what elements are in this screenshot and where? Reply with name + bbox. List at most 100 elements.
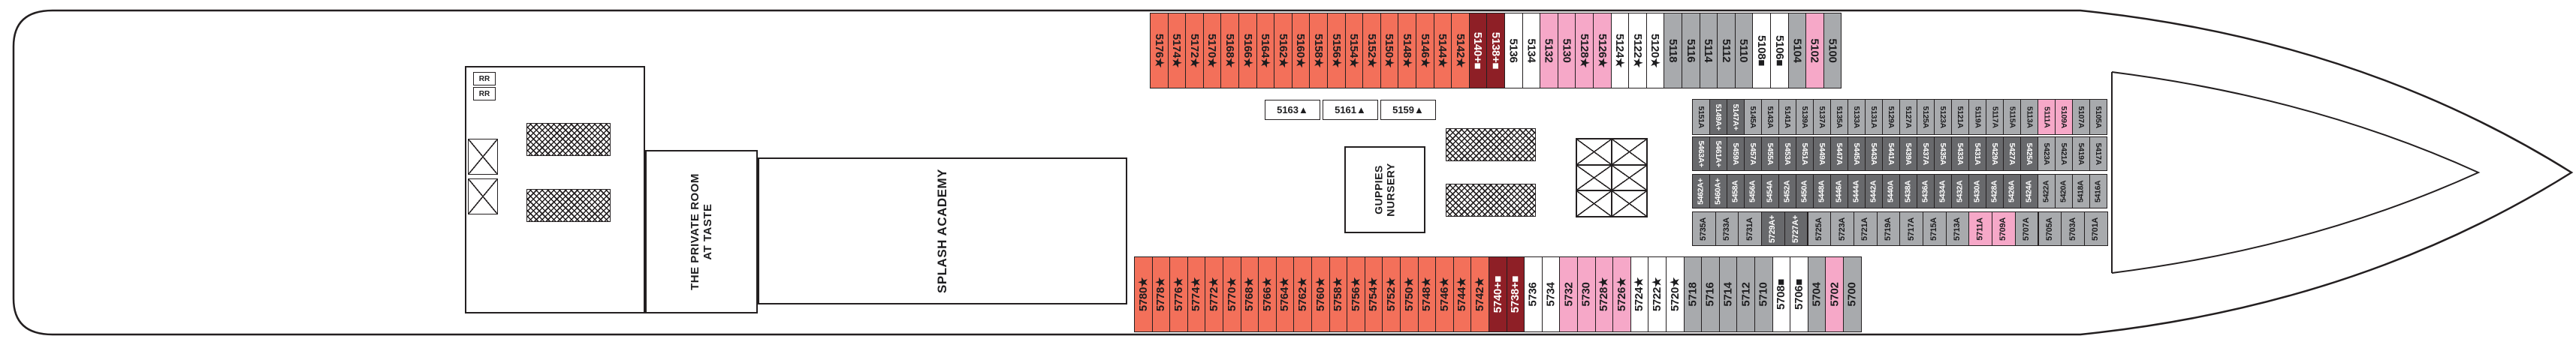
cabin-5764: 5764★ xyxy=(1275,256,1295,332)
cabin-5429A: 5429A xyxy=(1986,136,2004,171)
cabin-5712: 5712 xyxy=(1736,256,1755,332)
cabin-5770: 5770★ xyxy=(1223,256,1241,332)
cabin-5439A: 5439A xyxy=(1899,136,1917,171)
cabin-5736: 5736 xyxy=(1524,256,1543,332)
cabin-5706: 5706■ xyxy=(1790,256,1808,332)
cabin-5720: 5720★ xyxy=(1666,256,1685,332)
stairs-icon xyxy=(1446,184,1536,217)
elevator-bank xyxy=(1576,138,1648,218)
cabin-5152: 5152★ xyxy=(1362,13,1381,88)
elevator-icon xyxy=(468,139,498,175)
cabin-5137A: 5137A xyxy=(1813,99,1831,135)
cabin-5707A: 5707A xyxy=(2014,212,2039,246)
stairs-icon xyxy=(526,123,611,156)
cabin-5132: 5132 xyxy=(1540,13,1558,88)
cabin-5115A: 5115A xyxy=(2003,99,2021,135)
cabin-5716: 5716 xyxy=(1701,256,1720,332)
cabin-5435A: 5435A xyxy=(1934,136,1952,171)
cabin-5142: 5142★ xyxy=(1451,13,1470,88)
cabin-5738: 5738+■ xyxy=(1506,256,1525,332)
cabin-5703A: 5703A xyxy=(2061,212,2085,246)
elevator-icon xyxy=(1576,164,1612,191)
cabin-5451A: 5451A xyxy=(1796,136,1814,171)
cabin-5134: 5134 xyxy=(1522,13,1541,88)
elevator-icon xyxy=(1576,190,1612,217)
elevator-icon xyxy=(468,178,498,214)
cabin-5441A: 5441A xyxy=(1882,136,1900,171)
restroom: RR xyxy=(473,72,496,86)
cabin-5120: 5120★ xyxy=(1645,13,1665,88)
cabin-5456A: 5456A xyxy=(1744,174,1762,208)
cabin-5154: 5154★ xyxy=(1344,13,1364,88)
cabin-5424A: 5424A xyxy=(2020,174,2038,208)
cabin-5748: 5748★ xyxy=(1417,256,1437,332)
cabin-5725A: 5725A xyxy=(1807,212,1832,246)
cabin-5133A: 5133A xyxy=(1848,99,1866,135)
cabin-5124: 5124★ xyxy=(1610,13,1630,88)
cabin-5729A: 5729A+ xyxy=(1761,212,1785,246)
cabin-5732: 5732 xyxy=(1559,256,1578,332)
cabin-5106: 5106■ xyxy=(1770,13,1789,88)
cabin-5778: 5778★ xyxy=(1151,256,1171,332)
cabin-5114: 5114 xyxy=(1699,13,1718,88)
cabin-5718: 5718 xyxy=(1683,256,1703,332)
cabin-5717A: 5717A xyxy=(1899,212,1923,246)
cabin-5726: 5726★ xyxy=(1612,256,1631,332)
cabin-5758: 5758★ xyxy=(1329,256,1348,332)
cabin-5432A: 5432A xyxy=(1951,174,1969,208)
cabin-5148: 5148★ xyxy=(1398,13,1416,88)
cabin-5453A: 5453A xyxy=(1778,136,1796,171)
cabin-5105A: 5105A xyxy=(2089,99,2107,135)
cabin-5701A: 5701A xyxy=(2083,212,2108,246)
stern-service-block: RR RR xyxy=(465,66,645,314)
cabin-5709A: 5709A xyxy=(1992,212,2016,246)
cabin-5419A: 5419A xyxy=(2072,136,2090,171)
cabin-5722: 5722★ xyxy=(1648,256,1667,332)
cabin-5752: 5752★ xyxy=(1382,256,1401,332)
restroom-label: RR xyxy=(478,89,490,98)
restroom-label: RR xyxy=(478,74,490,83)
cabin-5420A: 5420A xyxy=(2055,174,2073,208)
bow-deck-line xyxy=(2111,71,2481,274)
cabin-5760: 5760★ xyxy=(1311,256,1330,332)
elevator-icon xyxy=(1612,164,1647,191)
splash-academy: SPLASH ACADEMY xyxy=(758,158,1127,304)
stairs-icon xyxy=(526,189,611,222)
cabin-5719A: 5719A xyxy=(1876,212,1901,246)
cabin-5756: 5756★ xyxy=(1347,256,1365,332)
cabin-5463A: 5463A+ xyxy=(1692,136,1710,171)
venue-label: GUPPIES xyxy=(1373,165,1385,214)
cabin-5129A: 5129A xyxy=(1882,99,1900,135)
cabin-5144: 5144★ xyxy=(1433,13,1452,88)
cabin-5440A: 5440A xyxy=(1882,174,1900,208)
cabin-5161: 5161▲ xyxy=(1323,100,1378,120)
cabin-5461A: 5461A+ xyxy=(1709,136,1727,171)
cabin-5705A: 5705A xyxy=(2038,212,2062,246)
cabin-5710: 5710 xyxy=(1754,256,1773,332)
cabin-5130: 5130 xyxy=(1557,13,1576,88)
cabin-5421A: 5421A xyxy=(2055,136,2073,171)
cabin-5445A: 5445A xyxy=(1848,136,1866,171)
cabin-5438A: 5438A xyxy=(1899,174,1917,208)
cabin-5108: 5108■ xyxy=(1752,13,1771,88)
private-room-at-taste: THE PRIVATE ROOM AT TASTE xyxy=(645,150,758,314)
cabin-5735A: 5735A xyxy=(1692,212,1716,246)
guppies-nursery: GUPPIES NURSERY xyxy=(1344,146,1425,233)
cabin-5136: 5136 xyxy=(1504,13,1523,88)
cabin-5436A: 5436A xyxy=(1917,174,1935,208)
cabin-5135A: 5135A xyxy=(1830,99,1848,135)
cabin-5454A: 5454A xyxy=(1761,174,1779,208)
cabin-5159: 5159▲ xyxy=(1380,100,1436,120)
cabin-5139A: 5139A xyxy=(1796,99,1814,135)
cabin-5457A: 5457A xyxy=(1744,136,1762,171)
cabin-5774: 5774★ xyxy=(1187,256,1206,332)
cabin-5704: 5704 xyxy=(1807,256,1826,332)
cabin-5425A: 5425A xyxy=(2020,136,2038,171)
cabin-5711A: 5711A xyxy=(1968,212,1993,246)
cabin-5750: 5750★ xyxy=(1400,256,1419,332)
cabin-5121A: 5121A xyxy=(1951,99,1969,135)
cabin-5724: 5724★ xyxy=(1630,256,1649,332)
cabin-5713A: 5713A xyxy=(1945,212,1970,246)
cabin-5459A: 5459A xyxy=(1727,136,1745,171)
